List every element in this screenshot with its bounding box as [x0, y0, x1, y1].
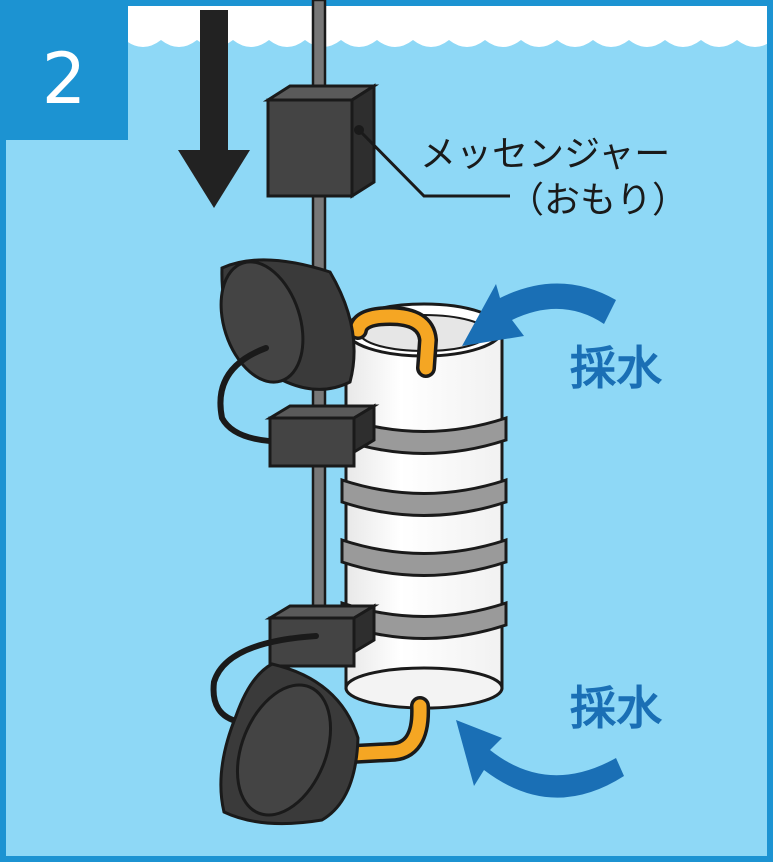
- lower-cap-spring: [210, 633, 319, 725]
- upper-clamp: [264, 403, 380, 468]
- messenger-weight: [262, 83, 380, 199]
- messenger-leader-line: [354, 125, 510, 198]
- inflow-arrow-top-icon: [462, 283, 616, 346]
- inflow-arrow-bottom-icon: [456, 720, 624, 798]
- water-surface-waves: [125, 0, 773, 47]
- lower-cap: [219, 662, 360, 826]
- sampling-label-top: 採水: [570, 341, 663, 395]
- sampling-label-bottom: 採水: [570, 681, 663, 735]
- messenger-label-line1: メッセンジャー: [420, 134, 670, 175]
- upper-cap: [219, 258, 356, 391]
- bottom-tube-fill: [345, 699, 427, 761]
- messenger-label-line2: （おもり）: [508, 180, 688, 221]
- bottle-bands: [340, 415, 508, 640]
- step-number: 2: [42, 38, 87, 120]
- top-tube-fill: [351, 309, 435, 375]
- drop-arrow-icon: [178, 10, 250, 208]
- step-badge: [0, 0, 128, 140]
